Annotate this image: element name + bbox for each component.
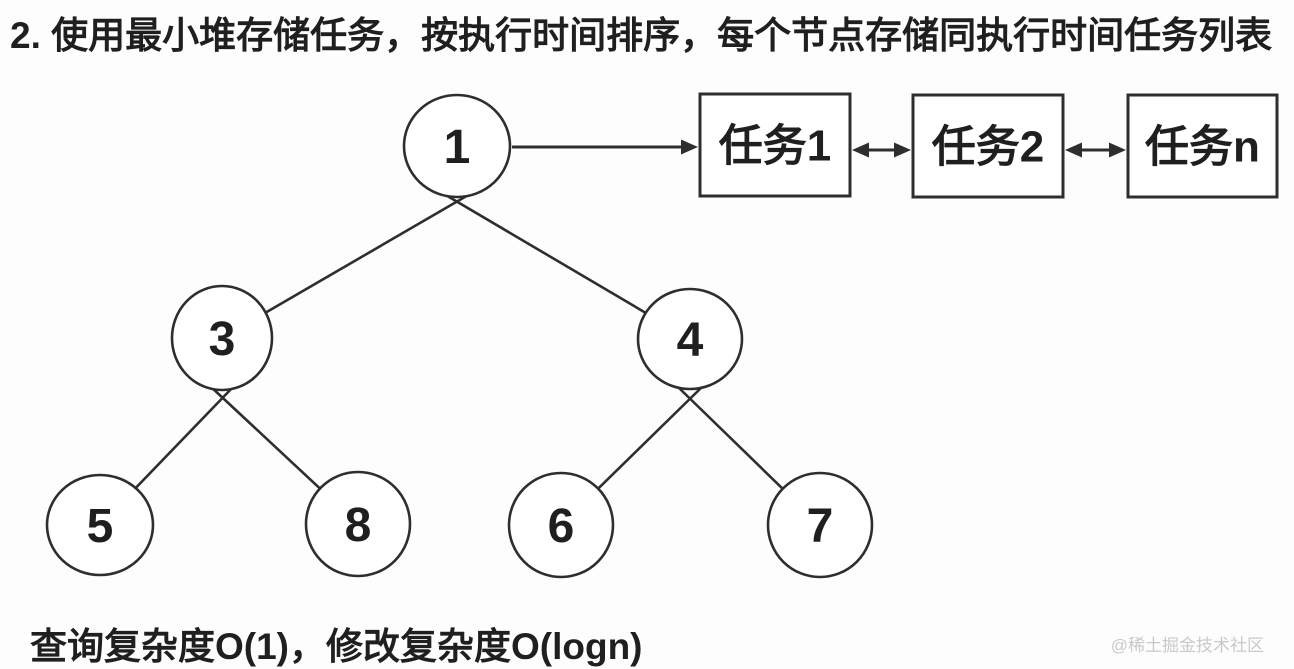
- tree-node-1: [402, 93, 512, 199]
- tree-node-1-label: 1: [444, 121, 471, 174]
- task-box-1: [698, 92, 852, 198]
- task-box-2: [911, 93, 1065, 199]
- tree-node-7-label: 7: [807, 500, 834, 553]
- tree-node-7: [766, 471, 874, 579]
- page-title: 2. 使用最小堆存储任务，按执行时间排序，每个节点存储同执行时间任务列表: [10, 15, 1273, 56]
- tree-node-3: [170, 284, 274, 392]
- tree-node-8-label: 8: [345, 499, 372, 552]
- task-box-n: [1126, 93, 1279, 199]
- watermark: @稀土掘金技术社区: [1110, 636, 1264, 655]
- tree-node-5-label: 5: [87, 500, 114, 553]
- tree-node-3-label: 3: [209, 313, 236, 366]
- tree-node-8: [304, 470, 412, 578]
- task-box-1-label: 任务1: [719, 121, 831, 170]
- tree-node-4-label: 4: [677, 314, 704, 367]
- arrow-task1-task2-head-left: [852, 142, 869, 158]
- tree-node-4: [636, 287, 744, 391]
- task-box-2-label: 任务2: [932, 122, 1044, 171]
- task-box-n-label: 任务n: [1145, 122, 1260, 171]
- tree-node-5: [45, 473, 155, 577]
- arrow-task1-task2-head-right: [894, 142, 911, 158]
- tree-node-6: [507, 471, 615, 579]
- complexity-note: 查询复杂度O(1)，修改复杂度O(logn): [30, 626, 643, 667]
- arrow-task2-taskn-head-left: [1065, 142, 1082, 158]
- arrow-task2-taskn-head-right: [1109, 142, 1126, 158]
- tree-node-6-label: 6: [548, 500, 575, 553]
- arrow-root-to-task1-head-right: [681, 139, 698, 155]
